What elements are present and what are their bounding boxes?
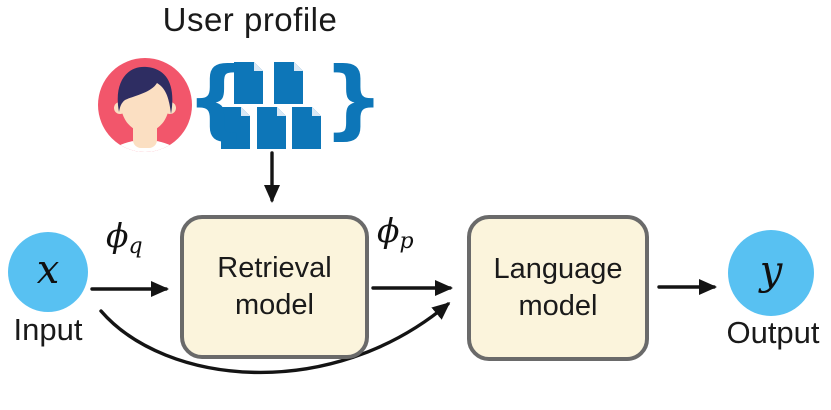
language-model-label-line1: Language — [493, 253, 623, 285]
phi-q-label: ϕq — [106, 216, 143, 258]
document-icon — [274, 62, 303, 104]
retrieval-model-label-line1: Retrieval — [217, 252, 332, 284]
document-stack-icon — [221, 62, 321, 149]
language-model-label-line2: model — [518, 290, 598, 322]
output-node: y — [728, 230, 814, 316]
input-label: Input — [13, 312, 83, 347]
document-icon — [257, 107, 286, 149]
output-label: Output — [726, 315, 820, 350]
document-icon — [292, 107, 321, 149]
retrieval-model-box: Retrieval model — [180, 215, 369, 359]
phi-p-symbol: ϕ — [377, 211, 400, 250]
phi-q-subscript: q — [128, 234, 143, 259]
language-model-box: Language model — [467, 215, 649, 361]
document-icon — [221, 107, 250, 149]
phi-p-subscript: p — [399, 229, 414, 254]
brace-left-icon: { — [186, 49, 248, 149]
phi-q-symbol: ϕ — [106, 216, 129, 255]
input-symbol: x — [36, 247, 60, 293]
user-avatar-icon — [98, 58, 192, 152]
document-icon — [234, 62, 263, 104]
retrieval-model-label-line2: model — [235, 289, 314, 321]
brace-right-icon: } — [323, 49, 385, 149]
input-node: x — [8, 232, 88, 312]
arrow-input-bypass-to-language — [99, 302, 451, 375]
output-symbol: y — [759, 248, 783, 294]
user-profile-title: User profile — [162, 1, 338, 38]
phi-p-label: ϕp — [377, 211, 414, 253]
